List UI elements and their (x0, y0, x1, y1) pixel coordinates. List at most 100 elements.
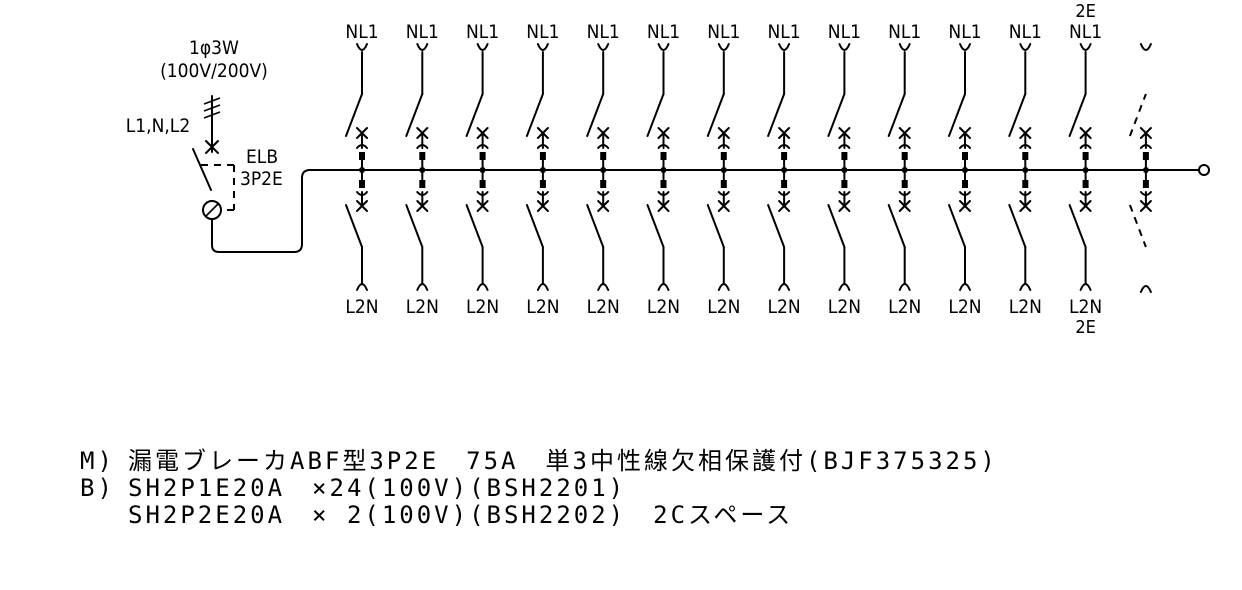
top-switch-blade (405, 93, 424, 137)
branch-bottom-label: L2N (768, 296, 801, 318)
supply-lines-label: L1,N,L2 (126, 115, 190, 137)
bottom-switch-blade (1008, 204, 1027, 248)
top-contact-icon (838, 144, 851, 149)
top-terminal-icon (657, 43, 670, 51)
branch-bottom-label: L2N (888, 296, 921, 318)
bottom-terminal-icon (717, 283, 730, 291)
main-elb-breaker (192, 148, 1199, 253)
main-breaker-rating-label: 3P2E (240, 168, 283, 190)
branch-bottom-label: L2N (587, 296, 620, 318)
top-contact-icon (416, 144, 429, 149)
top-switch-blade (646, 93, 665, 137)
branch-top-label: NL1 (406, 21, 439, 43)
bottom-terminal-icon (356, 283, 368, 291)
bottom-switch-blade (345, 204, 363, 248)
top-contact-icon (476, 144, 489, 149)
top-switch-blade (706, 93, 725, 137)
bus-junction-icon (1142, 167, 1149, 173)
top-terminal-icon (416, 43, 429, 51)
top-switch-blade (767, 93, 786, 137)
branch-top-label: NL1 (466, 21, 499, 43)
bottom-switch-blade (827, 204, 846, 248)
bus-junction-icon (660, 167, 667, 173)
branch-bottom-label: L2N (1069, 296, 1102, 318)
top-terminal-icon (959, 43, 971, 51)
bus-junction-icon (600, 167, 607, 173)
bottom-terminal-icon (959, 283, 971, 291)
top-contact-icon (959, 144, 971, 149)
branch-bottom-label: L2N (345, 296, 378, 318)
top-contact-icon (717, 144, 730, 149)
bottom-terminal-icon (416, 283, 429, 291)
top-terminal-icon (898, 43, 911, 51)
top-terminal-icon (1139, 43, 1152, 51)
single-line-diagram: 1φ3W (100V/200V) L1,N,L2 ELB 3P2E NL1L2N… (126, 1, 1210, 338)
bus-junction-icon (539, 167, 546, 173)
bottom-switch-blade (767, 204, 786, 248)
bus-junction-icon (359, 167, 365, 173)
top-switch-blade (887, 93, 906, 137)
top-contact-icon (898, 144, 911, 149)
bottom-terminal-icon (597, 283, 610, 291)
spec-notes: M) 漏電ブレーカABF型3P2E 75A 単3中性線欠相保護付(BJF37532… (80, 448, 998, 529)
top-switch-blade (525, 93, 544, 137)
bottom-switch-blade (1068, 204, 1087, 248)
branch-bottom-extra-label: 2E (1075, 317, 1096, 338)
top-terminal-icon (1019, 43, 1032, 51)
branch-top-label: NL1 (888, 21, 921, 43)
bottom-terminal-icon (838, 283, 851, 291)
bottom-switch-blade (706, 204, 725, 248)
bottom-terminal-icon (536, 283, 549, 291)
bottom-terminal-icon (778, 283, 791, 291)
top-switch-blade (1068, 93, 1087, 137)
branch-bottom-label: L2N (526, 296, 559, 318)
bus-end-terminal (1198, 164, 1210, 176)
top-switch-blade (827, 93, 846, 137)
bottom-terminal-icon (1139, 285, 1152, 293)
bottom-switch-blade (586, 204, 605, 248)
notes-tag-main: M) (80, 447, 115, 475)
branch-top-label: NL1 (587, 21, 620, 43)
bottom-switch-blade (465, 204, 484, 248)
top-switch-blade (465, 93, 484, 137)
branch-bottom-label: L2N (406, 296, 439, 318)
top-terminal-icon (1079, 43, 1092, 51)
branch-bottom-label: L2N (1009, 296, 1042, 318)
top-contact-icon (1139, 144, 1152, 149)
bottom-terminal-icon (898, 283, 911, 291)
branch-bottom-label: L2N (828, 296, 861, 318)
notes-branch-breaker-spec-2: SH2P2E20A × 2(100V)(BSH2202) 2Cスペース (128, 501, 794, 529)
top-contact-icon (356, 144, 368, 149)
bus-junction-icon (841, 167, 848, 173)
notes-branch-breaker-spec-1: SH2P1E20A ×24(100V)(BSH2201) (128, 474, 627, 502)
bus-junction-icon (901, 167, 908, 173)
supply-voltage-label: (100V/200V) (160, 60, 268, 82)
branch-14 (1128, 43, 1152, 293)
branch-top-label: NL1 (526, 21, 559, 43)
main-breaker-label: ELB (246, 146, 278, 168)
top-terminal-icon (778, 43, 791, 51)
branch-top-extra-label: 2E (1075, 1, 1096, 22)
bottom-terminal-icon (1019, 283, 1032, 291)
branch-top-label: NL1 (647, 21, 680, 43)
bottom-terminal-icon (476, 283, 489, 291)
bus-junction-icon (781, 167, 788, 173)
bottom-switch-blade (948, 204, 966, 248)
notes-main-breaker-spec: 漏電ブレーカABF型3P2E 75A 単3中性線欠相保護付(BJF375325) (128, 447, 998, 475)
bus-junction-icon (1082, 167, 1089, 173)
supply-phase-label: 1φ3W (189, 37, 239, 59)
branch-top-label: NL1 (828, 21, 861, 43)
bottom-switch-blade (646, 204, 665, 248)
notes-line-main-breaker: M) 漏電ブレーカABF型3P2E 75A 単3中性線欠相保護付(BJF37532… (80, 448, 998, 475)
bus-junction-icon (962, 167, 968, 173)
top-terminal-icon (476, 43, 489, 51)
branch-top-label: NL1 (1069, 21, 1102, 43)
